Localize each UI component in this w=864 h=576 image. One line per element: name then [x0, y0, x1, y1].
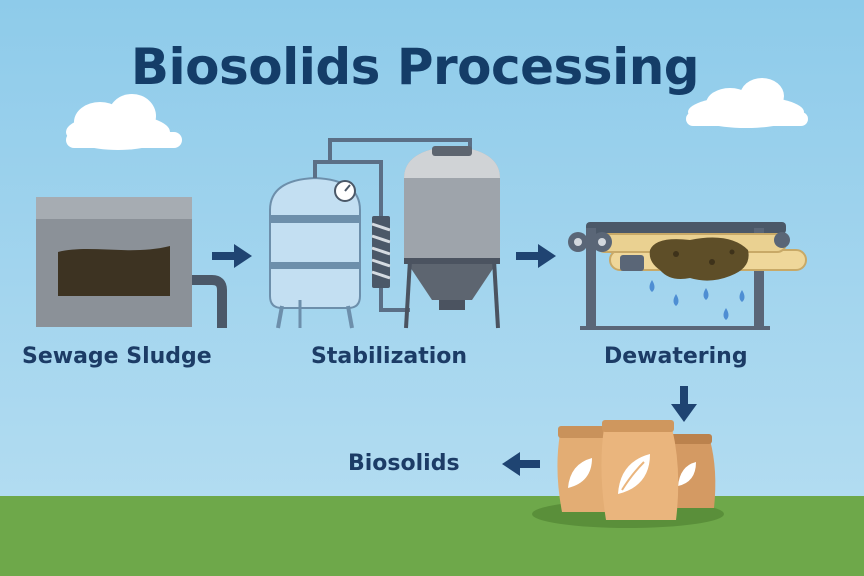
arrow-right-icon [212, 244, 252, 268]
heat-exchanger-coil [371, 216, 391, 288]
arrow-right-icon [516, 244, 556, 268]
belt-press-icon [568, 222, 807, 330]
leaf-icon [568, 458, 592, 488]
step-label-biosolids: Biosolids [348, 451, 460, 476]
grass-ground [0, 496, 864, 576]
leaf-icon [618, 454, 650, 494]
silo-icon [404, 146, 500, 329]
pressure-gauge-icon [334, 180, 356, 202]
fertilizer-bag-icon [666, 434, 716, 508]
arrow-down-icon [671, 386, 697, 422]
step-label-stabilization: Stabilization [311, 344, 468, 369]
cloud-icon [66, 94, 182, 150]
cloud-icon [686, 78, 808, 128]
step-label-dewatering: Dewatering [604, 344, 748, 369]
fertilizer-bag-icon [601, 420, 679, 520]
arrow-left-icon [502, 452, 540, 476]
fertilizer-bag-icon [557, 426, 613, 512]
sludge-tank-icon [36, 197, 227, 328]
digester-tank-icon [269, 176, 361, 329]
pipe-connection [313, 138, 472, 312]
water-drop-icon [649, 280, 745, 320]
page-title: Biosolids Processing [130, 38, 700, 96]
leaf-icon [678, 462, 696, 486]
step-label-sewage-sludge: Sewage Sludge [22, 344, 212, 369]
